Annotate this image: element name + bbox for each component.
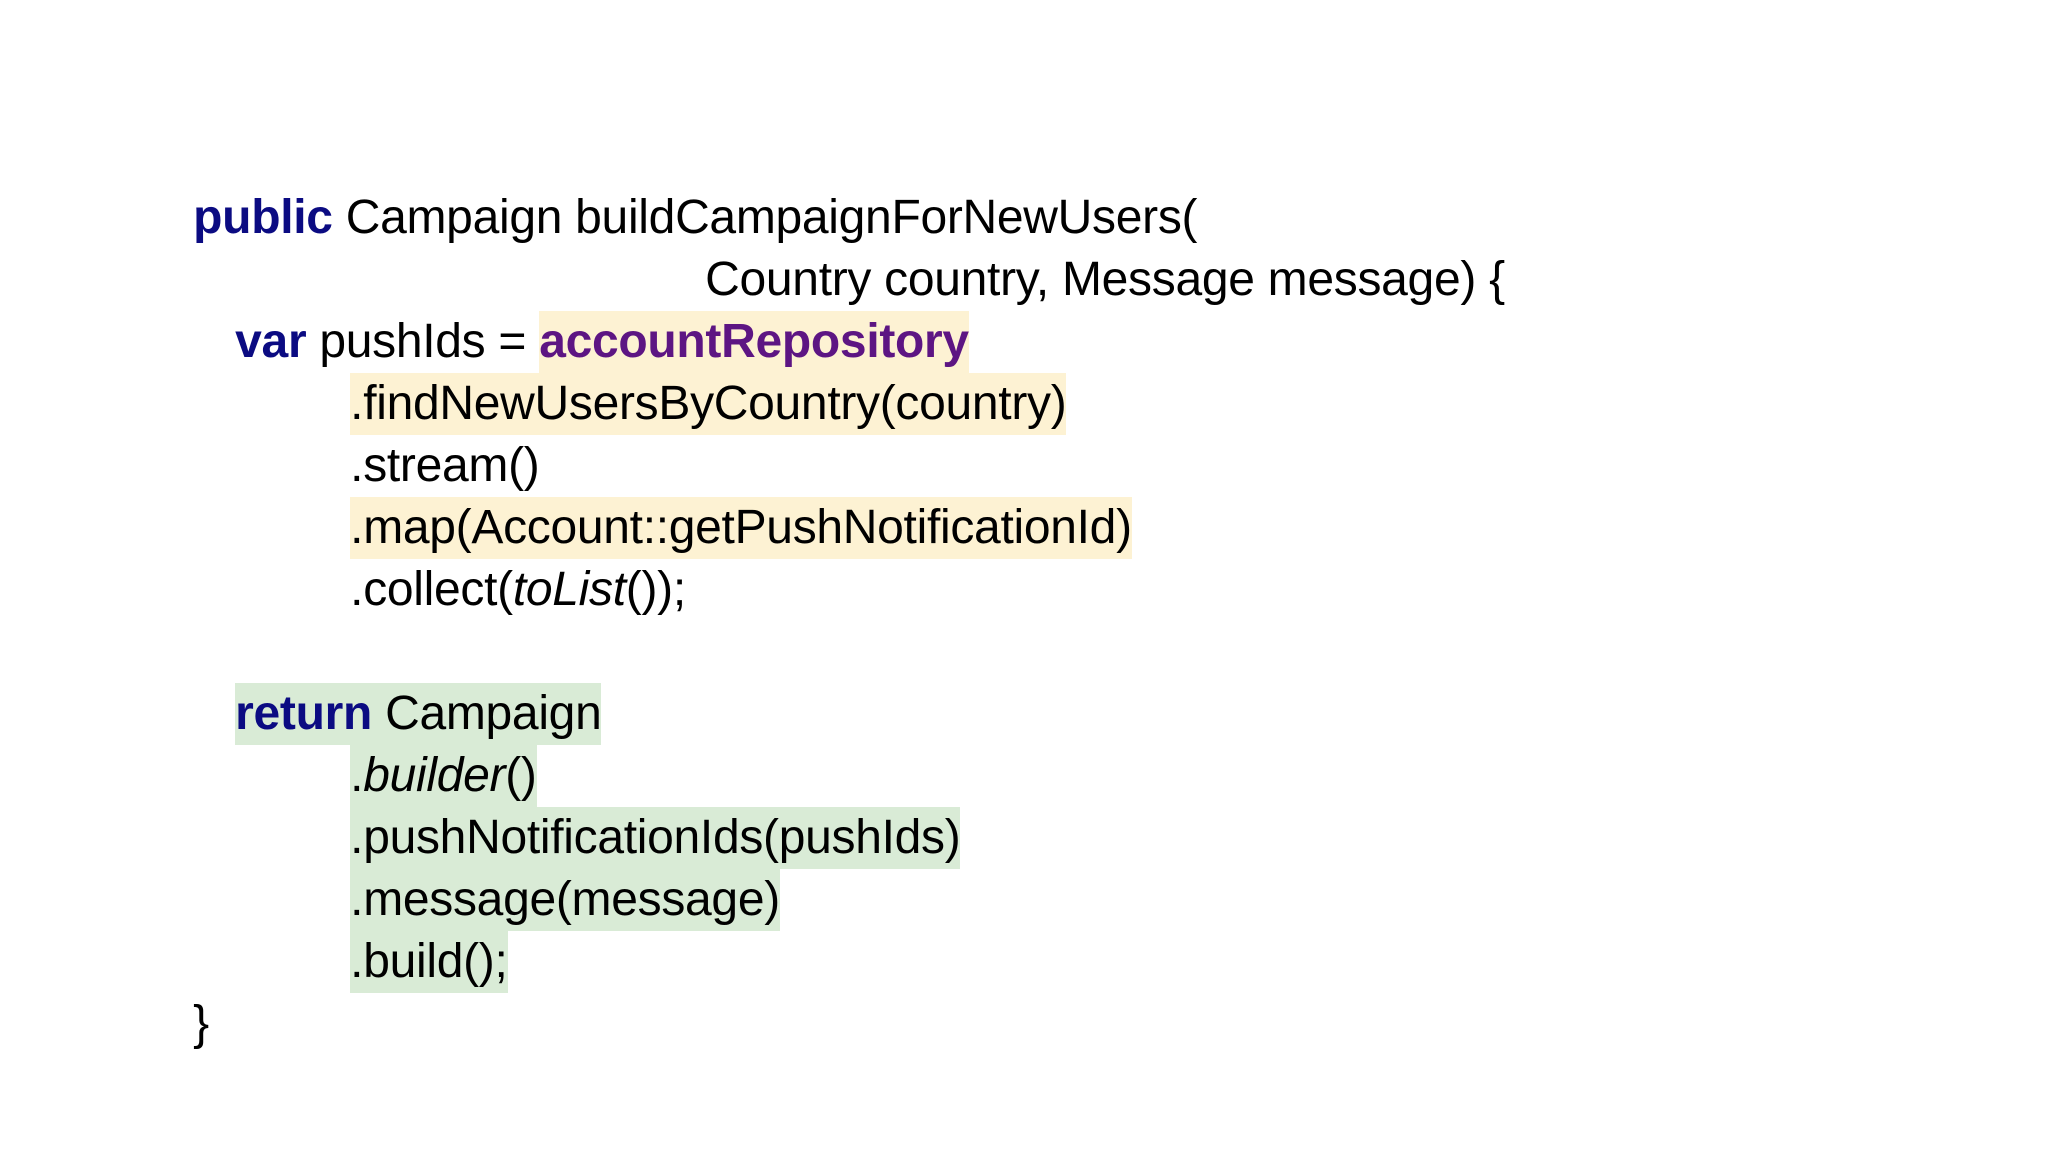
code-line-stream: .stream() <box>298 373 540 492</box>
call-builder: .builder() <box>350 745 537 807</box>
keyword-return: return <box>235 687 373 740</box>
call-stream: .stream() <box>350 439 540 492</box>
static-to-list: toList <box>512 563 626 616</box>
code-line-parameters: Country country, Message message) { <box>653 187 1505 306</box>
return-type: Campaign <box>372 687 602 740</box>
code-line-return: return Campaign <box>183 621 602 745</box>
code-line-method-signature: public Campaign buildCampaignForNewUsers… <box>141 125 1197 244</box>
builder-dot: . <box>350 749 364 802</box>
static-builder: builder <box>363 749 506 802</box>
method-declaration: Campaign buildCampaignForNewUsers( <box>332 191 1198 244</box>
call-collect-open: .collect( <box>350 563 513 616</box>
field-account-repository: accountRepository <box>539 311 969 373</box>
code-line-closing-brace: } <box>141 931 209 1050</box>
code-line-map: .map(Account::getPushNotificationId) <box>298 435 1132 559</box>
call-map-push-notification-id: .map(Account::getPushNotificationId) <box>350 497 1132 559</box>
code-line-collect: .collect(toList()); <box>298 497 686 616</box>
call-collect-close: ()); <box>625 563 686 616</box>
code-line-builder: .builder() <box>298 683 537 807</box>
call-push-notification-ids: .pushNotificationIds(pushIds) <box>350 807 961 869</box>
variable-assignment: pushIds = <box>306 315 540 368</box>
code-line-build: .build(); <box>298 869 508 993</box>
code-line-var-pushids: var pushIds = accountRepository <box>183 249 969 373</box>
return-statement: return Campaign <box>235 683 602 745</box>
code-line-find-new-users: .findNewUsersByCountry(country) <box>298 311 1067 435</box>
call-find-new-users-by-country: .findNewUsersByCountry(country) <box>350 373 1067 435</box>
builder-parens: () <box>505 749 537 802</box>
closing-brace: } <box>193 997 209 1050</box>
keyword-var: var <box>235 315 307 368</box>
keyword-public: public <box>193 191 333 244</box>
call-message: .message(message) <box>350 869 780 931</box>
method-parameters: Country country, Message message) { <box>705 253 1505 306</box>
call-build: .build(); <box>350 931 508 993</box>
code-line-message: .message(message) <box>298 807 780 931</box>
code-line-push-notification-ids: .pushNotificationIds(pushIds) <box>298 745 961 869</box>
